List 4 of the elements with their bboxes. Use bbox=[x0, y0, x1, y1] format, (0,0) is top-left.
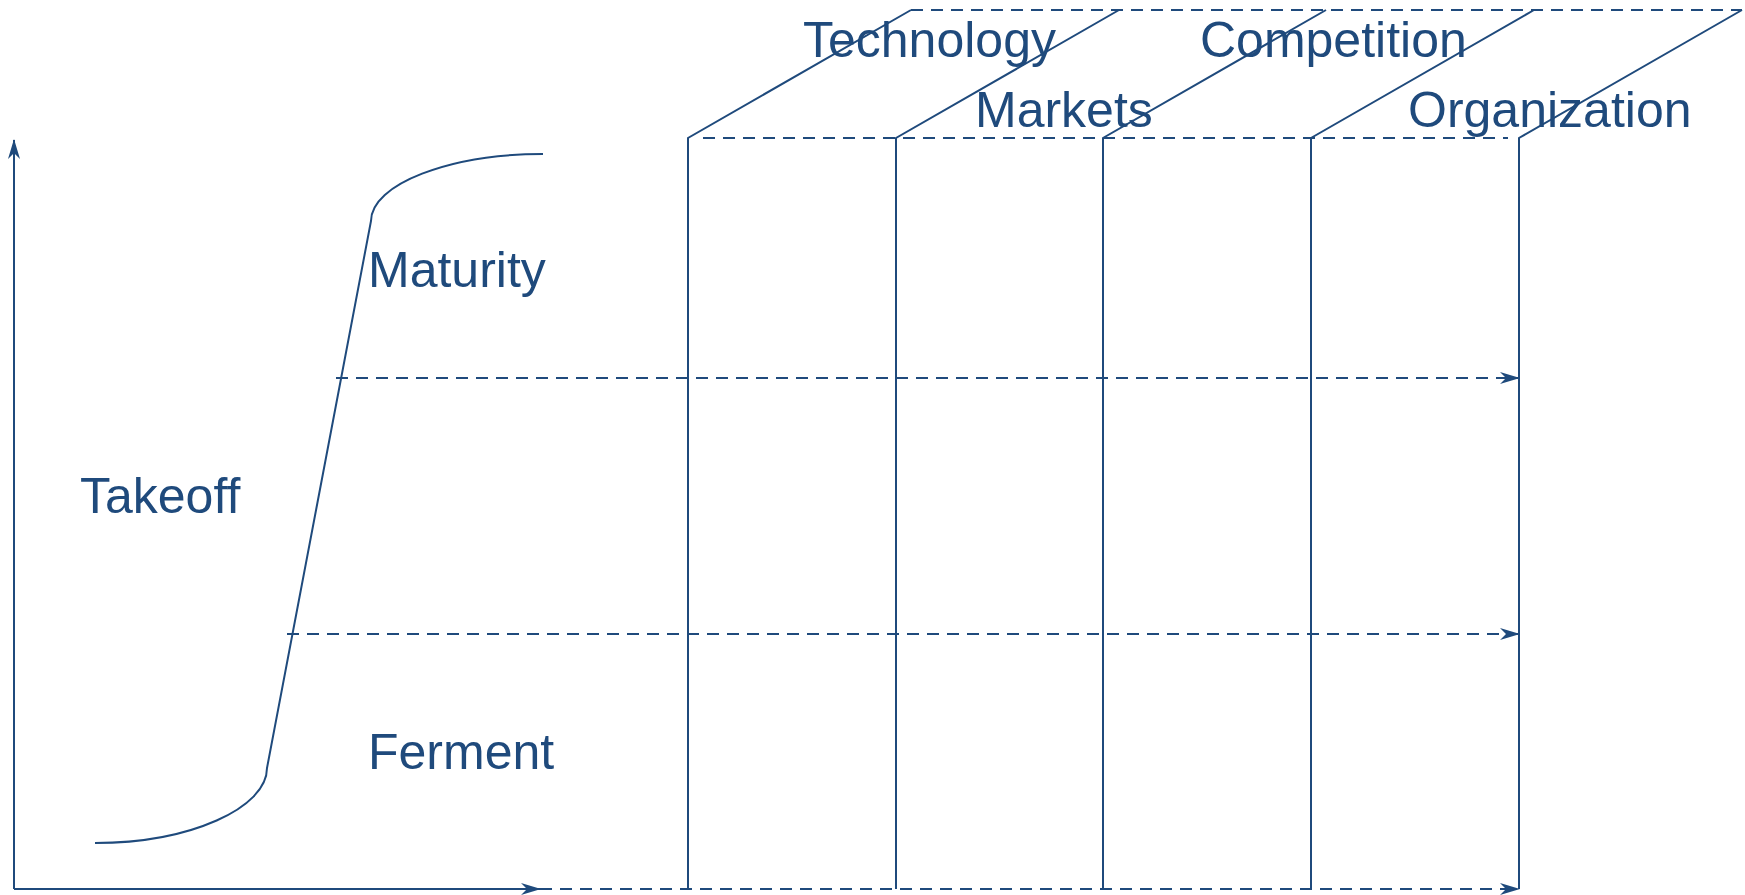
stage-label: Takeoff bbox=[80, 471, 241, 521]
stage-label: Ferment bbox=[368, 727, 555, 777]
stage-label: Maturity bbox=[368, 245, 546, 295]
column-heading: Markets bbox=[975, 85, 1153, 135]
